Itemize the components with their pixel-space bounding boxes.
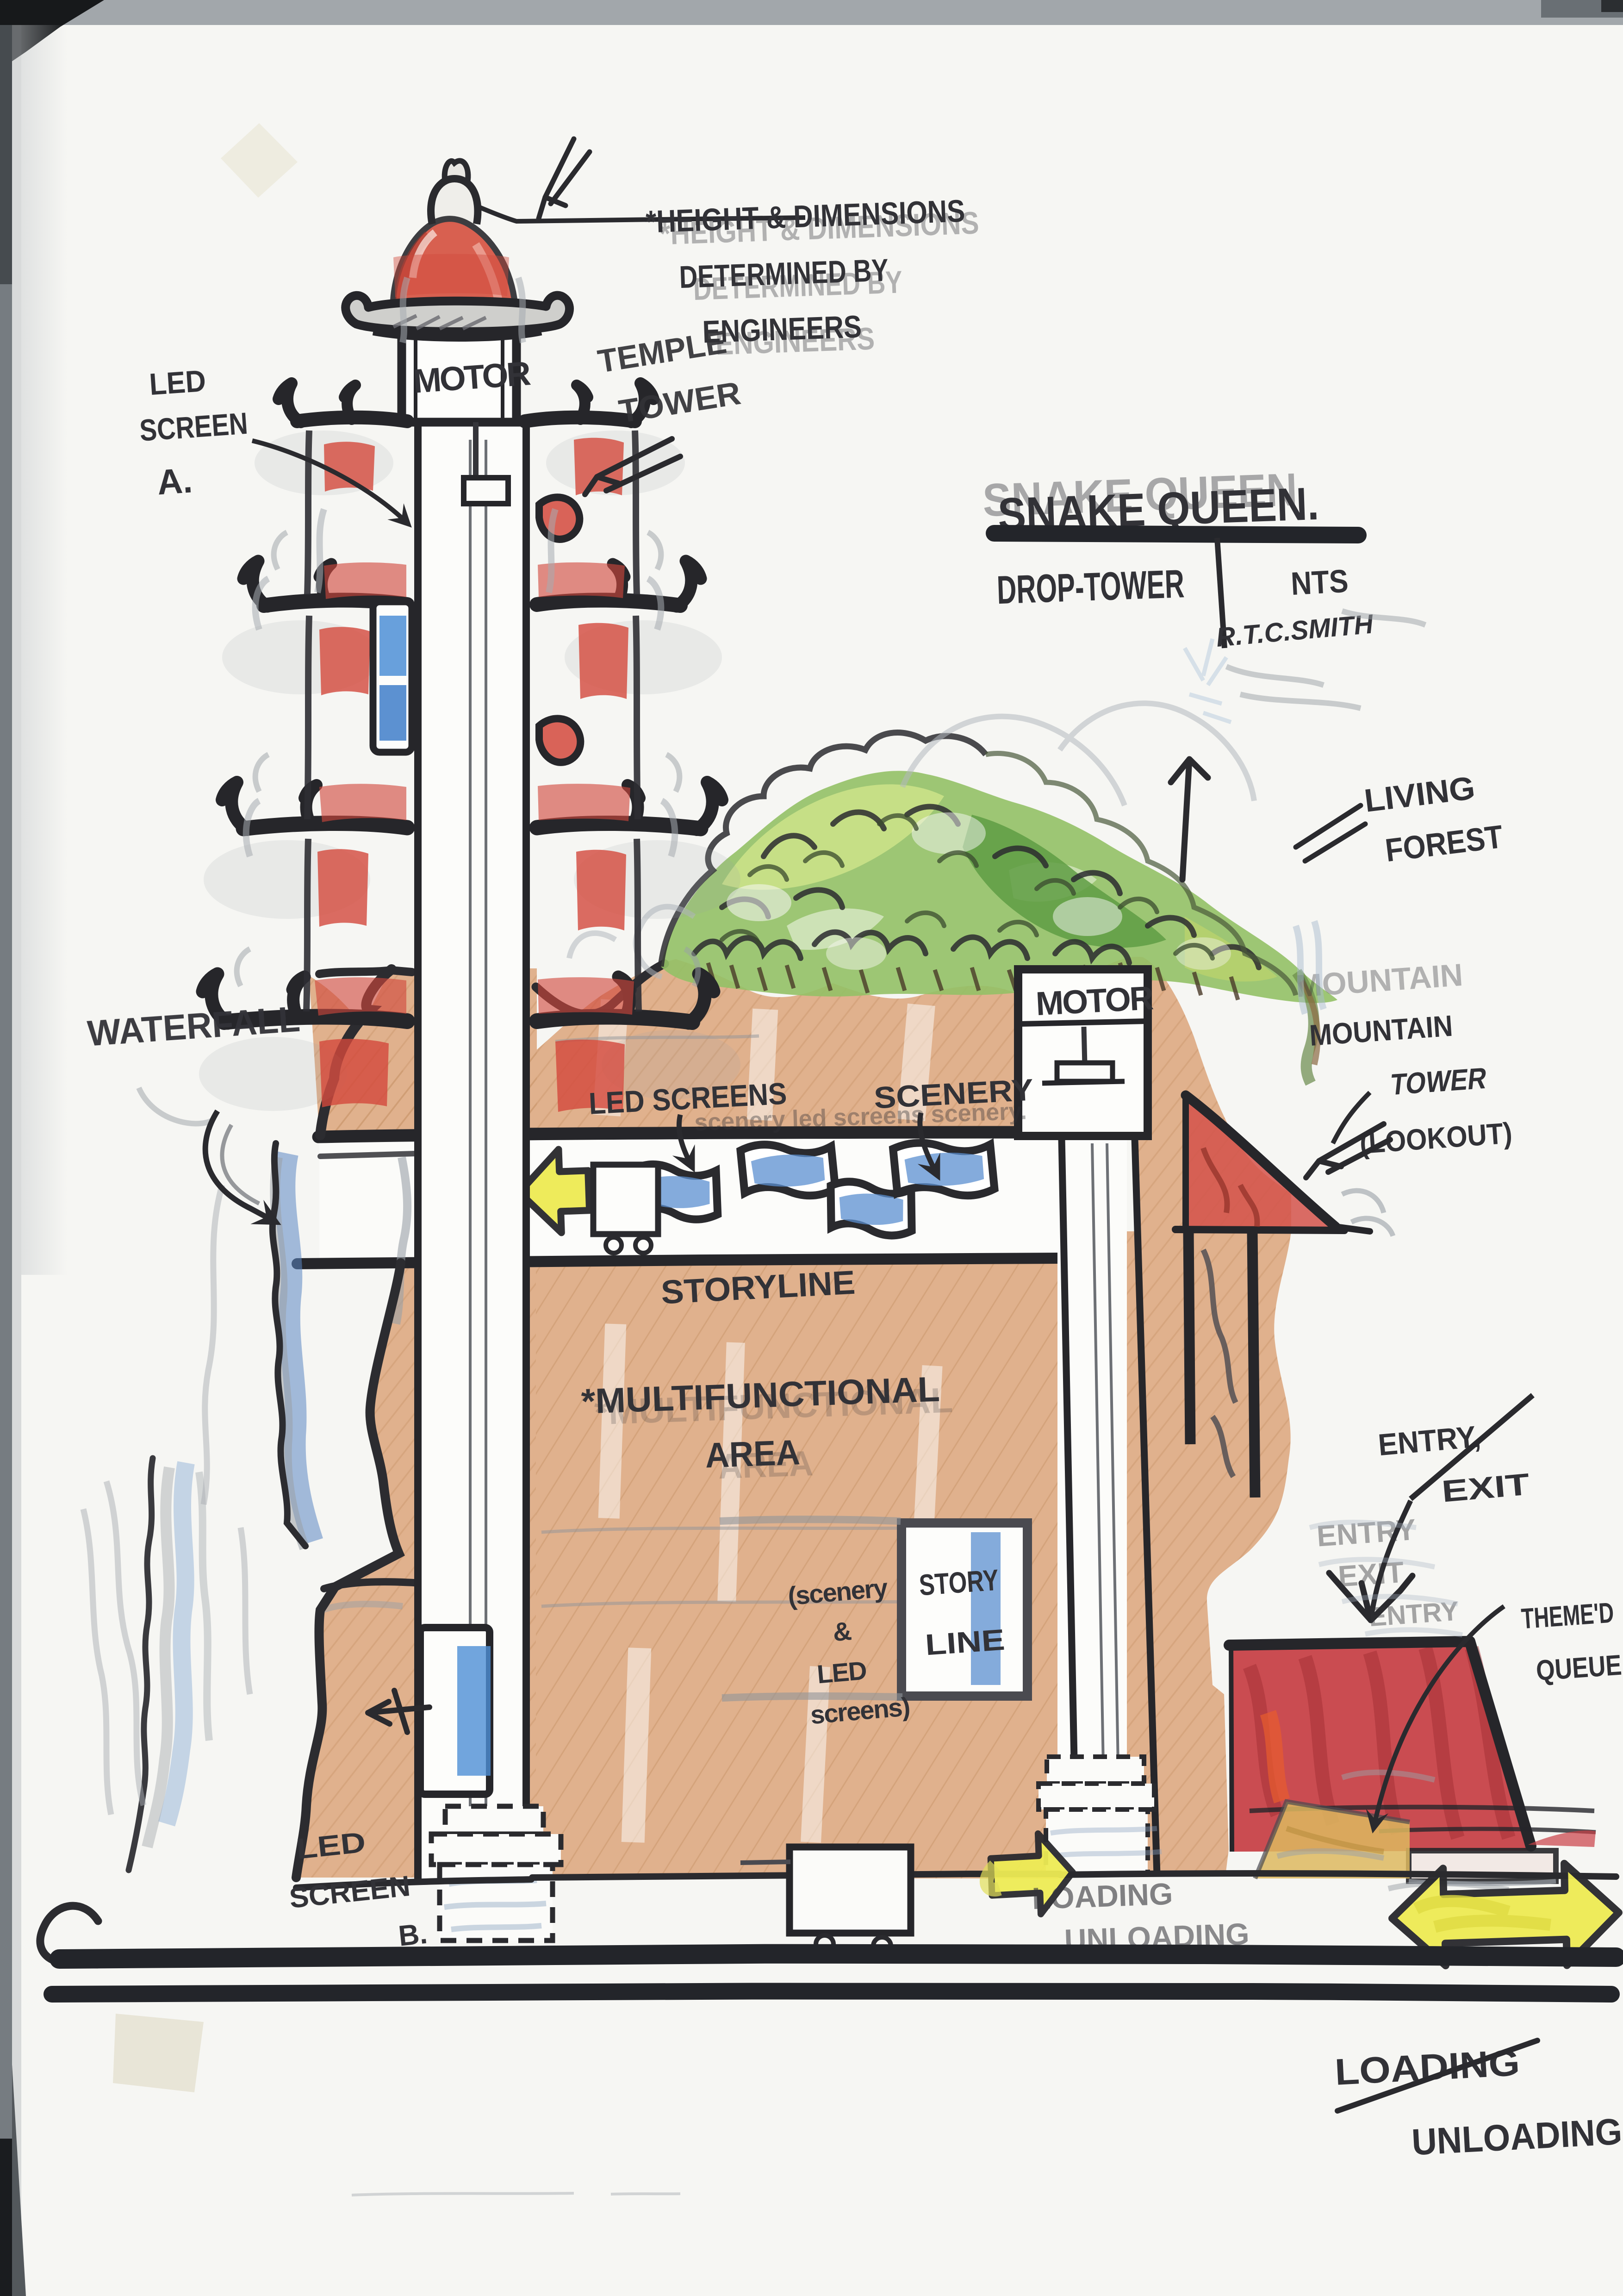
svg-text:LED: LED [295, 1827, 367, 1866]
svg-text:QUEUE: QUEUE [1535, 1649, 1623, 1687]
svg-text:&: & [832, 1616, 853, 1647]
svg-text:LED: LED [148, 363, 207, 401]
svg-text:LOADING: LOADING [1334, 2042, 1521, 2093]
svg-text:NTS: NTS [1290, 563, 1349, 602]
svg-text:LED: LED [816, 1656, 868, 1689]
svg-text:DETERMINED BY: DETERMINED BY [693, 264, 903, 307]
svg-text:DETERMINED BY: DETERMINED BY [679, 252, 889, 295]
svg-text:ENGINEERS: ENGINEERS [715, 321, 875, 362]
svg-text:ENTRY: ENTRY [1316, 1513, 1417, 1553]
svg-text:SCREEN: SCREEN [138, 406, 249, 448]
svg-text:LOADING: LOADING [1032, 1877, 1174, 1916]
svg-text:EXIT: EXIT [1337, 1555, 1405, 1593]
svg-text:LINE: LINE [924, 1623, 1006, 1662]
svg-text:STORY: STORY [918, 1563, 1000, 1602]
svg-text:MOTOR: MOTOR [1035, 980, 1154, 1023]
svg-text:SCENERY: SCENERY [873, 1072, 1034, 1115]
svg-text:AREA: AREA [718, 1444, 814, 1486]
svg-text:B.: B. [397, 1918, 429, 1953]
svg-text:AREA: AREA [704, 1433, 801, 1475]
svg-text:DROP-TOWER: DROP-TOWER [996, 562, 1185, 612]
svg-text:EXIT: EXIT [1440, 1466, 1531, 1508]
svg-text:ENGINEERS: ENGINEERS [702, 309, 862, 349]
svg-text:ENTRY: ENTRY [1368, 1596, 1460, 1632]
svg-text:THEME'D: THEME'D [1520, 1597, 1615, 1635]
svg-text:MOTOR: MOTOR [412, 355, 532, 400]
svg-text:TOWER: TOWER [1389, 1061, 1488, 1102]
svg-text:A.: A. [156, 461, 194, 502]
svg-text:SNAKE QUEEN: SNAKE QUEEN [982, 463, 1298, 526]
